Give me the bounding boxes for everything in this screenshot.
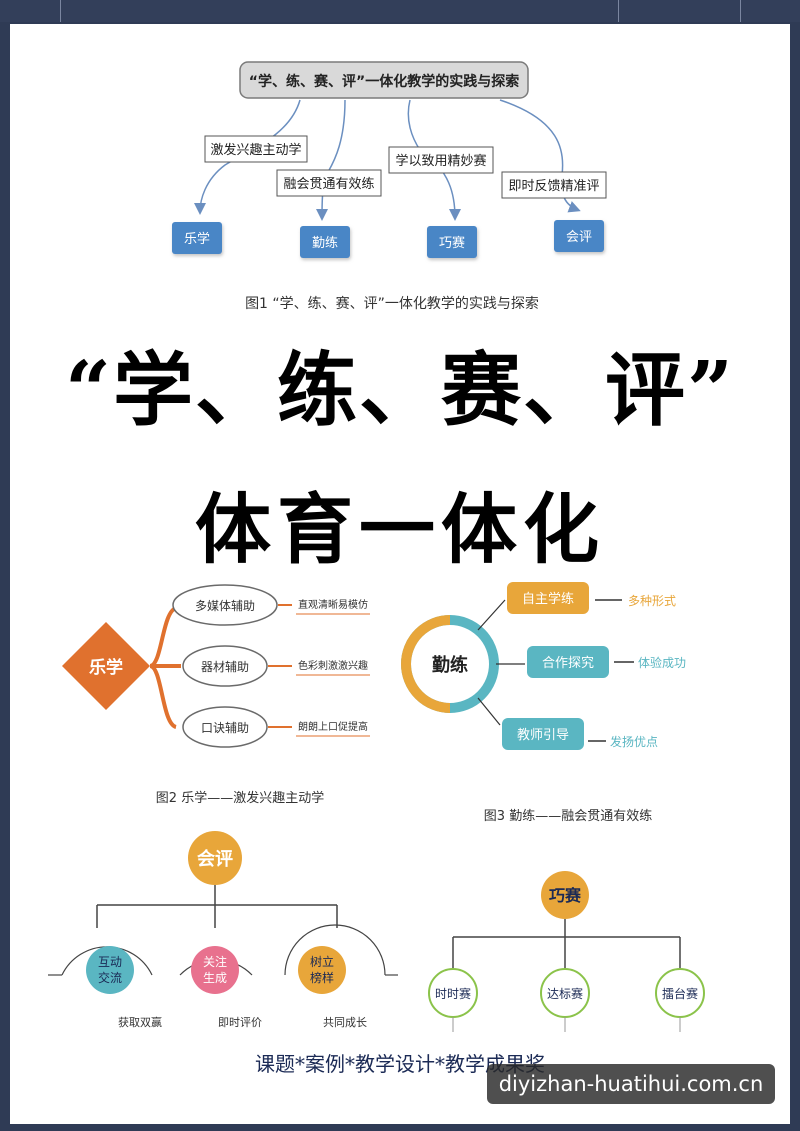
fig4-item-circle	[298, 946, 346, 994]
fig1-target-1: 乐学	[184, 231, 210, 247]
fig4-item-3-line1: 树立	[310, 954, 334, 969]
fig2-item-ellipse	[182, 645, 268, 687]
fig4-note-1: 获取双赢	[118, 1015, 162, 1029]
main-title-line2: 体育一体化	[195, 485, 605, 574]
fig1-target-4: 会评	[566, 230, 592, 245]
main-title-line1: “学、练、赛、评”	[64, 343, 736, 437]
fig3-connector	[477, 697, 501, 726]
fig1-target-2: 勤练	[312, 236, 338, 251]
fig1-target-box	[300, 226, 350, 258]
top-band	[0, 0, 800, 22]
fig3-item-2: 合作探究	[542, 656, 594, 671]
fig5-item-3: 擂台赛	[662, 986, 698, 1001]
fig2-item-ellipse	[172, 584, 278, 626]
fig4-center-label: 会评	[197, 848, 233, 870]
fig4-item-2-line1: 关注	[203, 954, 227, 969]
fig3-note-1: 多种形式	[628, 594, 676, 608]
fig1-main-box	[239, 61, 529, 99]
fig4-item-2-line2: 生成	[203, 971, 227, 985]
fig5-diagram: 巧赛 时时赛 达标赛 擂台赛	[428, 871, 705, 1032]
fig2-item-1: 多媒体辅助	[195, 599, 255, 613]
fig2-caption: 图2 乐学——激发兴趣主动学	[156, 790, 324, 806]
fig2-item-3: 口诀辅助	[201, 721, 249, 735]
fig1-caption: 图1 “学、练、赛、评”一体化教学的实践与探索	[245, 295, 539, 312]
fig4-item-1-line2: 交流	[98, 970, 122, 985]
fig4-item-1-line1: 互动	[98, 955, 122, 969]
fig3-item-box	[507, 582, 589, 614]
fig1-main-text: “学、练、赛、评”一体化教学的实践与探索	[249, 73, 519, 90]
fig2-bracket	[149, 606, 181, 729]
fig1-label-4: 即时反馈精准评	[508, 179, 599, 194]
fig4-item-circle	[191, 946, 239, 994]
fig1-label-box	[276, 169, 382, 197]
fig5-item-1: 时时赛	[435, 986, 471, 1001]
fig1-target-box	[172, 222, 222, 254]
fig1-target-3: 巧赛	[439, 235, 465, 251]
fig4-arc	[284, 924, 386, 976]
fig1-arrow-1	[194, 99, 301, 215]
fig2-note-1: 直观清晰易模仿	[298, 598, 368, 611]
top-band-divider	[740, 0, 741, 22]
fig3-center-label: 勤练	[432, 654, 468, 676]
fig2-note-2: 色彩刺激激兴趣	[298, 659, 368, 672]
fig3-caption: 图3 勤练——融会贯通有效练	[484, 809, 652, 824]
fig1-arrow-4	[499, 99, 581, 213]
fig2-item-ellipse	[182, 706, 268, 748]
fig4-diagram: 会评 互动 交流 关注 生成 树立 榜样 获取双赢 即时评价 共同成长	[48, 831, 398, 1029]
document-page	[10, 24, 790, 1124]
fig2-note-3: 朗朗上口促提高	[298, 720, 368, 733]
fig1-flowchart: “学、练、赛、评”一体化教学的实践与探索 激发兴趣主动学 融会贯通有效练 学以致…	[172, 61, 607, 312]
fig4-item-circle	[86, 946, 134, 994]
fig4-center-circle	[188, 831, 242, 885]
fig4-item-3-line2: 榜样	[310, 970, 334, 985]
watermark-badge: diyizhan-huatihui.com.cn	[487, 1064, 775, 1104]
fig5-item-2: 达标赛	[547, 986, 583, 1001]
fig3-item-box	[502, 718, 584, 750]
fig1-label-2: 融会贯通有效练	[283, 177, 374, 192]
fig1-arrow-2	[316, 99, 346, 221]
fig2-diagram: 乐学 多媒体辅助 器材辅助 口诀辅助 直观清晰易模仿 色彩刺激激兴趣 朗朗上口促…	[62, 584, 370, 806]
fig3-diagram: 勤练 自主学练 合作探究 教师引导 多种形式 体验成功 发扬优点 图3 勤练——…	[401, 582, 686, 824]
fig1-target-box	[427, 226, 477, 258]
fig3-note-3: 发扬优点	[610, 734, 658, 749]
fig1-label-box	[388, 146, 494, 174]
top-band-divider	[60, 0, 61, 22]
fig1-target-box	[554, 220, 604, 252]
fig2-item-2: 器材辅助	[201, 660, 249, 674]
fig1-label-box	[204, 135, 308, 163]
fig3-center-circle	[414, 628, 486, 700]
fig3-item-1: 自主学练	[522, 591, 574, 607]
fig1-label-box	[501, 171, 607, 199]
fig3-ring-gold	[401, 615, 451, 713]
fig5-center-circle	[541, 871, 589, 919]
top-band-divider	[618, 0, 619, 22]
fig4-note-2: 即时评价	[218, 1016, 262, 1029]
fig4-note-3: 共同成长	[323, 1016, 367, 1029]
fig3-item-box	[527, 646, 609, 678]
fig1-label-1: 激发兴趣主动学	[210, 142, 301, 158]
fig3-note-2: 体验成功	[638, 655, 686, 670]
fig3-connector	[477, 599, 506, 631]
fig5-center-label: 巧赛	[549, 886, 582, 905]
fig3-item-3: 教师引导	[517, 727, 569, 743]
fig1-label-3: 学以致用精妙赛	[395, 153, 486, 169]
fig2-center-label: 乐学	[89, 657, 123, 678]
fig2-center-diamond	[62, 622, 150, 710]
